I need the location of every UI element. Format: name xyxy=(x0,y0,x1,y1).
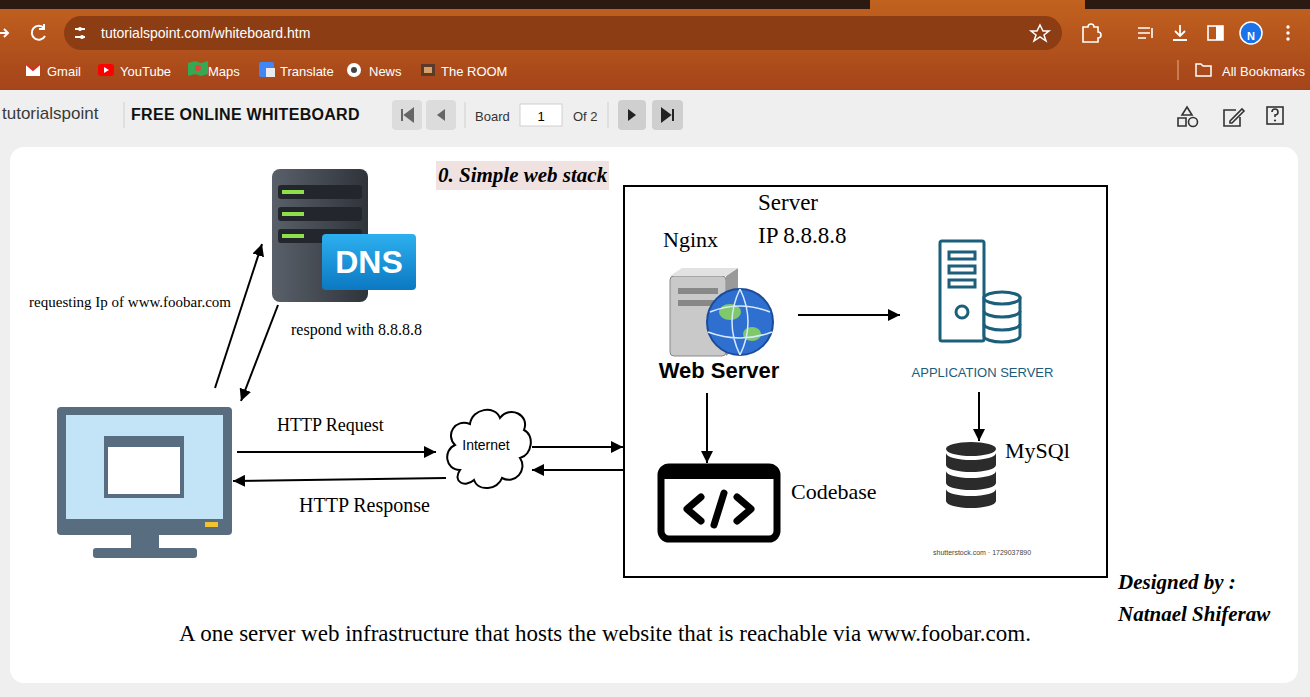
dns-badge-text: DNS xyxy=(335,234,403,290)
watermark: shutterstock.com · 1729037890 xyxy=(933,549,1031,556)
icon-caption: APPLICATION SERVER xyxy=(912,365,1054,380)
text-holder: MySQl xyxy=(1005,438,1070,464)
bookmark-name: News xyxy=(369,64,402,79)
icon-caption: Web Server xyxy=(659,358,780,384)
address-bar-url: tutorialspoint.com/whiteboard.htm xyxy=(101,25,310,41)
text-holder: requesting Ip of www.foobar.com xyxy=(0,293,232,311)
text-holder: tutorialspoint.com/whiteboard.htm xyxy=(101,24,310,42)
text-holder: respond with 8.8.8.8 xyxy=(290,321,423,339)
board-count: Of 2 xyxy=(573,109,598,124)
app-heading: FREE ONLINE WHITEBOARD xyxy=(131,106,360,124)
server-heading: Server xyxy=(758,190,818,216)
text-holder: N xyxy=(1240,26,1262,44)
bookmark-folder: All Bookmarks xyxy=(1222,64,1305,79)
text-holder: Board xyxy=(475,107,510,125)
text-holder: 1 xyxy=(520,107,562,125)
node-heading: Nginx xyxy=(663,227,718,253)
text-holder: Gmail xyxy=(47,62,81,80)
profile-initial: N xyxy=(1247,30,1255,42)
codebase-icon xyxy=(657,463,781,543)
bookmark-name: The ROOM xyxy=(441,64,507,79)
node-label: MySQl xyxy=(1005,438,1070,464)
text-holder: All Bookmarks xyxy=(1222,62,1305,80)
application-server-icon xyxy=(900,200,1065,392)
text-holder: HTTP Response xyxy=(298,494,431,517)
board-number: 1 xyxy=(537,109,544,124)
text-holder: News xyxy=(369,62,402,80)
text-holder: Translate xyxy=(280,62,334,80)
text-holder: Internet xyxy=(440,436,532,454)
board-label: Board xyxy=(475,109,510,124)
arrow-label: HTTP Request xyxy=(276,415,385,436)
web-server: NginxWeb Server xyxy=(640,254,798,393)
bookmark-name: Translate xyxy=(280,64,334,79)
text-holder: 0. Simple web stack xyxy=(436,161,609,190)
bookmark-name: YouTube xyxy=(120,64,171,79)
application-server: APPLICATION SERVER xyxy=(900,200,1065,392)
cloud-label: Internet xyxy=(462,437,509,453)
site-logo: tutorialspoint xyxy=(2,104,98,124)
text-holder: IP 8.8.8.8 xyxy=(758,223,847,249)
text-holder: DNS xyxy=(322,234,416,290)
text-holder: Maps xyxy=(208,62,240,80)
text-holder: The ROOM xyxy=(441,62,507,80)
arrow-connector xyxy=(798,314,900,316)
server-ip: IP 8.8.8.8 xyxy=(758,223,847,249)
author-note: Designed by : xyxy=(1118,570,1236,595)
mysql-database: MySQl xyxy=(945,441,997,510)
node-label: Codebase xyxy=(791,479,877,505)
text-holder: YouTube xyxy=(120,62,171,80)
text-holder: HTTP Request xyxy=(276,415,385,436)
text-holder: shutterstock.com · 1729037890 xyxy=(933,541,1031,559)
diagram-caption: A one server web infrastructure that hos… xyxy=(179,621,1031,647)
author-note: Natnael Shiferaw xyxy=(1118,602,1270,627)
arrow-label: respond with 8.8.8.8 xyxy=(290,321,423,339)
dns-server-icon xyxy=(270,167,416,302)
codebase: Codebase xyxy=(657,463,781,543)
text-holder: Codebase xyxy=(791,479,877,505)
mysql-database-icon xyxy=(945,441,997,510)
arrow-label: HTTP Response xyxy=(298,494,431,517)
text-holder: FREE ONLINE WHITEBOARD xyxy=(131,106,360,124)
diagram-title: 0. Simple web stack xyxy=(436,161,609,190)
text-holder: tutorialspoint xyxy=(2,104,98,124)
text-holder: Designed by : xyxy=(1118,570,1236,595)
internet-cloud: Internet xyxy=(440,400,532,490)
text-holder: Nginx xyxy=(663,227,718,253)
bookmark-name: Gmail xyxy=(47,64,81,79)
text-holder: Natnael Shiferaw xyxy=(1118,602,1270,627)
text-holder: Server xyxy=(758,190,818,216)
arrow-connector xyxy=(706,393,708,463)
dns-server: DNS xyxy=(270,167,416,302)
arrow-connector xyxy=(532,469,623,471)
server-box: ServerIP 8.8.8.8NginxWeb ServerAPPLICATI… xyxy=(623,185,1108,578)
text-holder: Web Server xyxy=(640,358,798,384)
arrow-label: requesting Ip of www.foobar.com xyxy=(28,294,232,311)
arrow-connector xyxy=(978,392,980,441)
text-holder: APPLICATION SERVER xyxy=(900,363,1065,381)
text-holder: Of 2 xyxy=(573,107,598,125)
text-holder: A one server web infrastructure that hos… xyxy=(60,621,1150,647)
bookmark-name: Maps xyxy=(208,64,240,79)
arrow-connector xyxy=(532,446,623,448)
